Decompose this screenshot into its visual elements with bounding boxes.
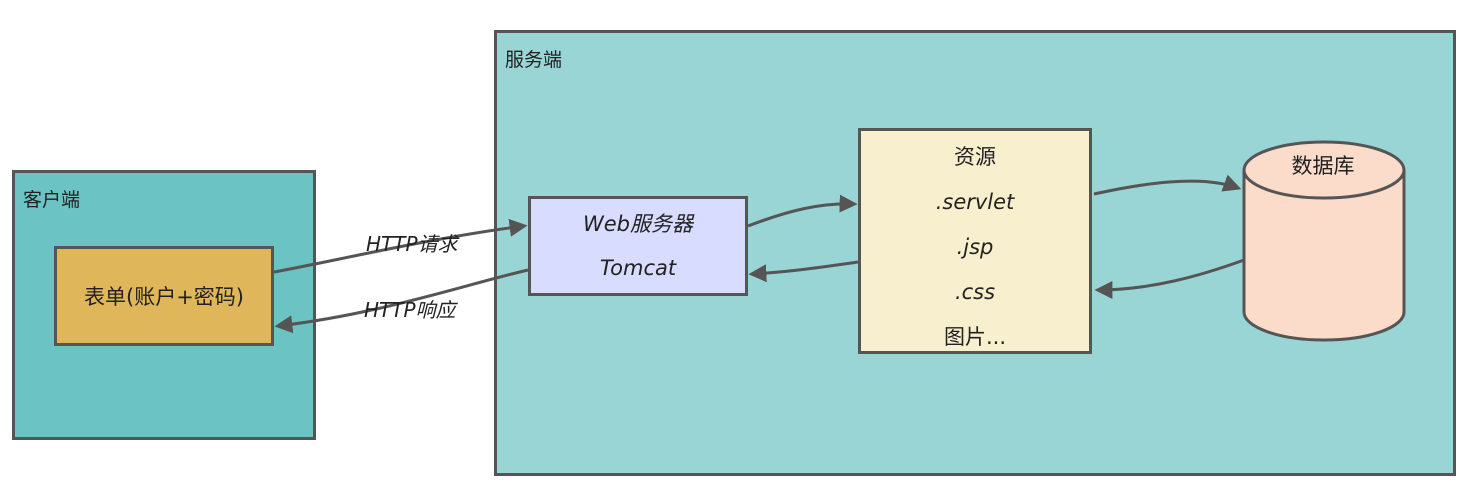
- resource-item: .servlet: [935, 190, 1015, 214]
- resource-item: .jsp: [956, 235, 994, 259]
- web-server-name: Tomcat: [599, 256, 677, 280]
- web-server-node: Web服务器 Tomcat: [528, 196, 748, 296]
- request-arrow: [273, 218, 528, 274]
- resources-title: 资源: [954, 145, 996, 169]
- request-label: HTTP请求: [366, 232, 458, 256]
- web-to-resources-arrow: [747, 194, 858, 228]
- form-label: 表单(账户+密码): [84, 285, 244, 309]
- resources-to-db-arrow: [1093, 174, 1242, 196]
- response-label: HTTP响应: [364, 298, 456, 322]
- resource-item: .css: [954, 280, 996, 304]
- client-label: 客户端: [23, 189, 81, 211]
- database-label: 数据库: [1291, 154, 1355, 178]
- web-server-title: Web服务器: [582, 212, 693, 236]
- resources-node: 资源 .servlet .jsp .css 图片...: [858, 128, 1092, 354]
- response-arrow: [274, 268, 529, 334]
- resources-to-web-arrow: [748, 260, 859, 283]
- server-label: 服务端: [505, 49, 563, 71]
- database-node: [1242, 140, 1406, 342]
- resource-item: 图片...: [943, 325, 1007, 349]
- form-node: 表单(账户+密码): [54, 246, 274, 346]
- db-to-resources-arrow: [1094, 258, 1245, 299]
